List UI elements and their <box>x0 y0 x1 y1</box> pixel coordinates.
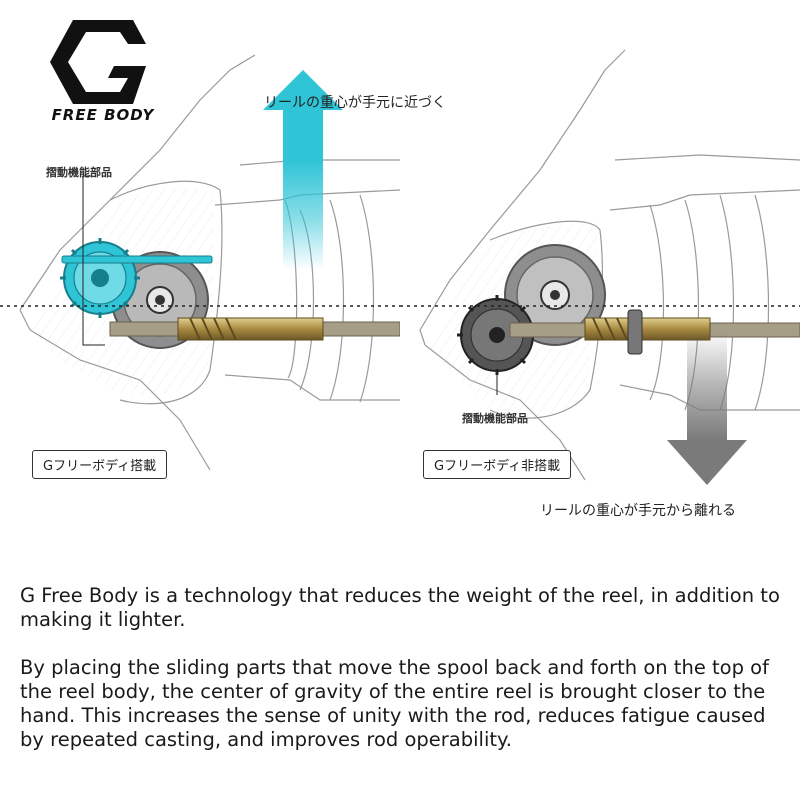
arrow-up-cyan <box>263 70 343 160</box>
description-paragraph-2: By placing the sliding parts that move t… <box>20 656 769 751</box>
right-part-label: 摺動機能部品 <box>462 412 528 425</box>
g-logo-icon <box>50 20 146 104</box>
free-body-logo: FREE BODY <box>28 14 178 124</box>
left-callout: リールの重心が手元に近づく <box>264 95 446 111</box>
left-label-box: Gフリーボディ搭載 <box>32 450 168 479</box>
logo-text: FREE BODY <box>51 106 155 124</box>
arrow-down-gray <box>667 440 747 485</box>
description: G Free Body is a technology that reduces… <box>20 584 790 776</box>
left-part-label: 摺動機能部品 <box>46 166 112 179</box>
right-reel-diagram <box>400 49 800 485</box>
right-callout: リールの重心が手元から離れる <box>540 503 736 519</box>
right-label-box: Gフリーボディ非搭載 <box>423 450 572 479</box>
description-paragraph-1: G Free Body is a technology that reduces… <box>20 584 780 631</box>
comparison-figure: FREE BODY リールの重心が手元に近づく 摺動機能部品 Gフリーボディ搭載… <box>0 14 800 519</box>
left-reel-diagram <box>0 54 400 471</box>
sliding-part-dark <box>457 295 537 375</box>
